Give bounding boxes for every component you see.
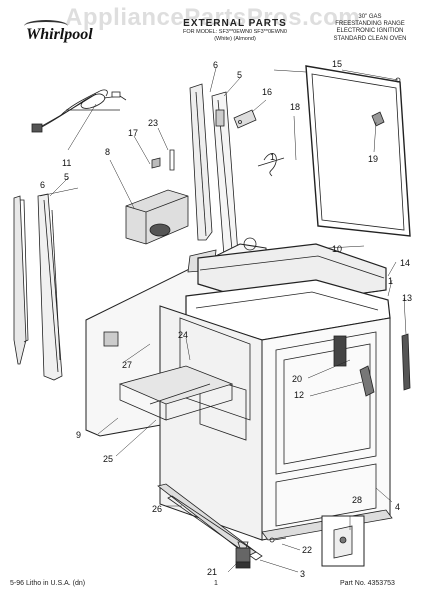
callout-28: 28 xyxy=(352,495,362,505)
kick-panel-part-3 xyxy=(167,495,263,561)
callout-5-top: 5 xyxy=(237,70,242,80)
callout-9: 9 xyxy=(76,430,81,440)
product-description: 30" GAS FREESTANDING RANGE ELECTRONIC IG… xyxy=(320,14,420,43)
model-line: FOR MODEL: SF3**0EWN0 SF3**0EWN0 xyxy=(183,29,287,35)
logo-swoosh xyxy=(24,20,68,32)
wire-part-18 xyxy=(257,153,285,177)
product-line-3: ELECTRONIC IGNITION xyxy=(336,28,404,35)
anti-tip-bracket-box xyxy=(321,515,365,567)
callout-4: 4 xyxy=(395,502,400,512)
callout-18: 18 xyxy=(290,102,300,112)
clip-parts xyxy=(151,149,175,171)
rear-access-panel xyxy=(305,65,411,237)
product-line-4: STANDARD CLEAN OVEN xyxy=(333,35,407,42)
bracket-part-16 xyxy=(233,109,257,129)
color-line: (White) (Almond) xyxy=(214,36,256,42)
callout-24: 24 xyxy=(178,330,188,340)
callout-5-left: 5 xyxy=(64,172,69,182)
callout-10: 10 xyxy=(332,244,342,254)
callout-27: 27 xyxy=(122,360,132,370)
callout-25: 25 xyxy=(103,454,113,464)
callout-6-top: 6 xyxy=(213,60,218,70)
watermark: AppliancePartsPros.com xyxy=(65,4,361,31)
callout-20: 20 xyxy=(292,374,302,384)
callout-8: 8 xyxy=(105,147,110,157)
drawer-tray xyxy=(118,365,234,421)
callout-15: 15 xyxy=(332,59,342,69)
callout-16: 16 xyxy=(262,87,272,97)
callout-23: 23 xyxy=(148,118,158,128)
callout-1: 1 xyxy=(270,152,275,162)
callout-6-left: 6 xyxy=(40,180,45,190)
print-note: 5-96 Litho in U.S.A. (dn) xyxy=(10,580,86,587)
callout-3: 3 xyxy=(300,569,305,579)
callout-26: 26 xyxy=(152,504,162,514)
brand-logo: Whirlpool xyxy=(22,20,93,46)
leveling-leg xyxy=(235,541,251,569)
cooktop-frame xyxy=(185,243,391,341)
page-number: 1 xyxy=(214,580,218,587)
callout-22: 22 xyxy=(302,545,312,555)
page-title: EXTERNAL PARTS xyxy=(183,18,287,29)
screw-part-22 xyxy=(269,537,287,543)
callout-21: 21 xyxy=(207,567,217,577)
callout-13: 13 xyxy=(402,293,412,303)
wiring-harness-part xyxy=(31,89,127,133)
callout-14: 14 xyxy=(400,258,410,268)
control-box-part-8 xyxy=(125,189,189,245)
callout-labels: 6 5 16 18 15 23 17 8 11 19 1 10 14 1 13 … xyxy=(40,59,412,579)
left-side-rails xyxy=(13,193,63,381)
top-side-rails xyxy=(189,83,239,259)
part-number: Part No. 4353753 xyxy=(340,580,395,587)
title-block: EXTERNAL PARTS FOR MODEL: SF3**0EWN0 SF3… xyxy=(150,18,320,43)
callout-17: 17 xyxy=(128,128,138,138)
callout-11: 11 xyxy=(62,158,71,168)
callout-1b: 1 xyxy=(388,276,393,286)
callout-19: 19 xyxy=(368,154,378,164)
product-line-2: FREESTANDING RANGE xyxy=(335,21,405,28)
callout-12: 12 xyxy=(294,390,304,400)
oven-body xyxy=(159,305,391,541)
burner-bracket xyxy=(359,365,375,397)
product-line-1: 30" GAS xyxy=(358,14,382,20)
brand-name: Whirlpool xyxy=(26,26,93,43)
side-trim-part-13 xyxy=(401,333,411,391)
